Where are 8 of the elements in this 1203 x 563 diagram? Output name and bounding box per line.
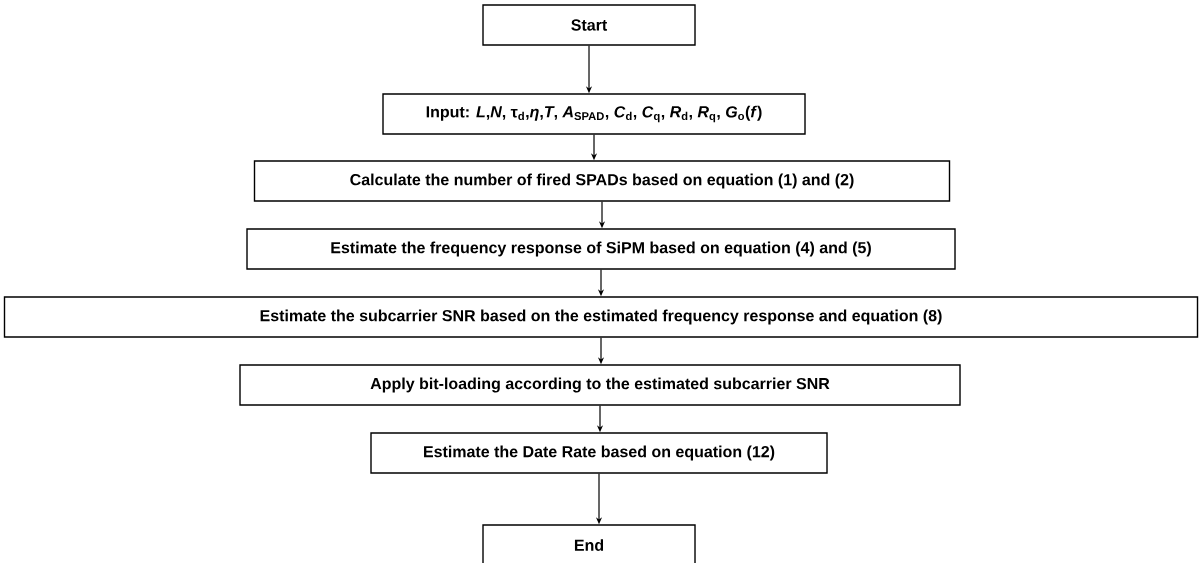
process-box: Estimate the Date Rate based on equation (12) — [370, 432, 828, 474]
process-box: Estimate the subcarrier SNR based on the estimated frequency response and equation (8) — [3, 296, 1199, 338]
process-box: Calculate the number of fired SPADs based on equation (1) and (2) — [253, 160, 951, 202]
process-box: Estimate the frequency response of SiPM based on equation (4) and (5) — [246, 228, 956, 270]
process-box: End — [482, 524, 696, 563]
process-box: Apply bit-loading according to the estimated subcarrier SNR — [239, 364, 961, 406]
process-box: Start — [482, 4, 696, 46]
process-box: Input: L,N, τ$_{d}$,η,T, A$_{SPAD}$, C$_{d}$, C$_{q}$, R$_{d}$, R$_{q}$, G$_{o}$(f) — [382, 93, 806, 135]
